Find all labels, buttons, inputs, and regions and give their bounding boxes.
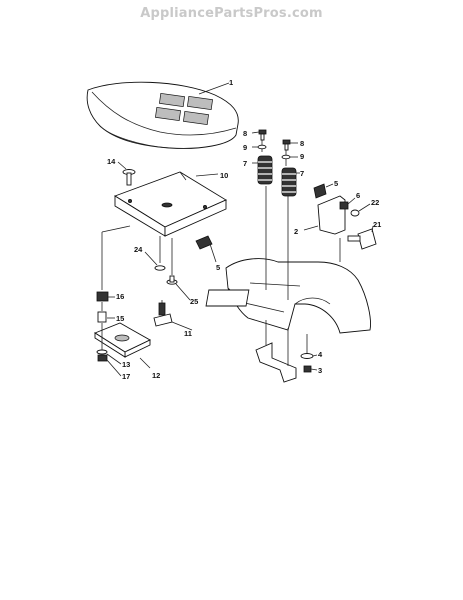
callout-24: 24: [134, 245, 143, 254]
callout-12: 12: [152, 371, 160, 380]
callout-6: 6: [356, 191, 360, 200]
callout-16: 16: [116, 292, 124, 301]
shoulder-bolt: [166, 275, 178, 285]
carriage-bolt: [117, 161, 136, 186]
washer-right: [281, 154, 291, 160]
callout-17: 17: [122, 372, 130, 381]
flat-washer: [300, 353, 314, 359]
seat-spring-right: [281, 167, 297, 197]
hex-bolt-left: [258, 129, 267, 141]
lower-bracket: [255, 320, 297, 383]
callout-10: 10: [220, 171, 228, 180]
spring-nut-stack: [96, 232, 109, 362]
seat-spring-left: [257, 155, 273, 185]
callout-9-left: 9: [243, 143, 247, 152]
washer: [154, 265, 166, 271]
callout-14: 14: [107, 157, 116, 166]
washer-left: [257, 144, 267, 150]
pivot-bracket: [94, 322, 151, 369]
callout-1: 1: [229, 78, 233, 87]
callout-3: 3: [318, 366, 322, 375]
callout-13: 13: [122, 360, 130, 369]
mount-bracket: [303, 195, 346, 262]
watermark: AppliancePartsPros.com: [140, 6, 323, 21]
seat-clip: [195, 235, 217, 263]
fender-deck: [205, 258, 371, 334]
callout-4: 4: [318, 350, 323, 359]
callout-11: 11: [184, 329, 192, 338]
callout-5-right: 5: [334, 179, 338, 188]
callout-21: 21: [373, 220, 381, 229]
hex-bolt-right: [282, 139, 291, 151]
callout-7-right: 7: [300, 169, 304, 178]
seat-pan: [113, 171, 227, 237]
adjustment-knob: [153, 302, 193, 331]
callout-2: 2: [294, 227, 298, 236]
seat: [86, 81, 239, 149]
callout-5-left: 5: [216, 263, 220, 272]
callout-9-right: 9: [300, 152, 304, 161]
callout-7-left: 7: [243, 159, 247, 168]
callout-8-left: 8: [243, 129, 247, 138]
bracket-clip: [313, 183, 327, 199]
callout-25: 25: [190, 297, 198, 306]
callout-15: 15: [116, 314, 124, 323]
lock-nut: [339, 201, 349, 210]
callout-22: 22: [371, 198, 379, 207]
seat-adjust-knob: [347, 228, 377, 250]
callout-8-right: 8: [300, 139, 304, 148]
hex-bolt: [303, 365, 312, 373]
star-washer: [350, 209, 360, 217]
